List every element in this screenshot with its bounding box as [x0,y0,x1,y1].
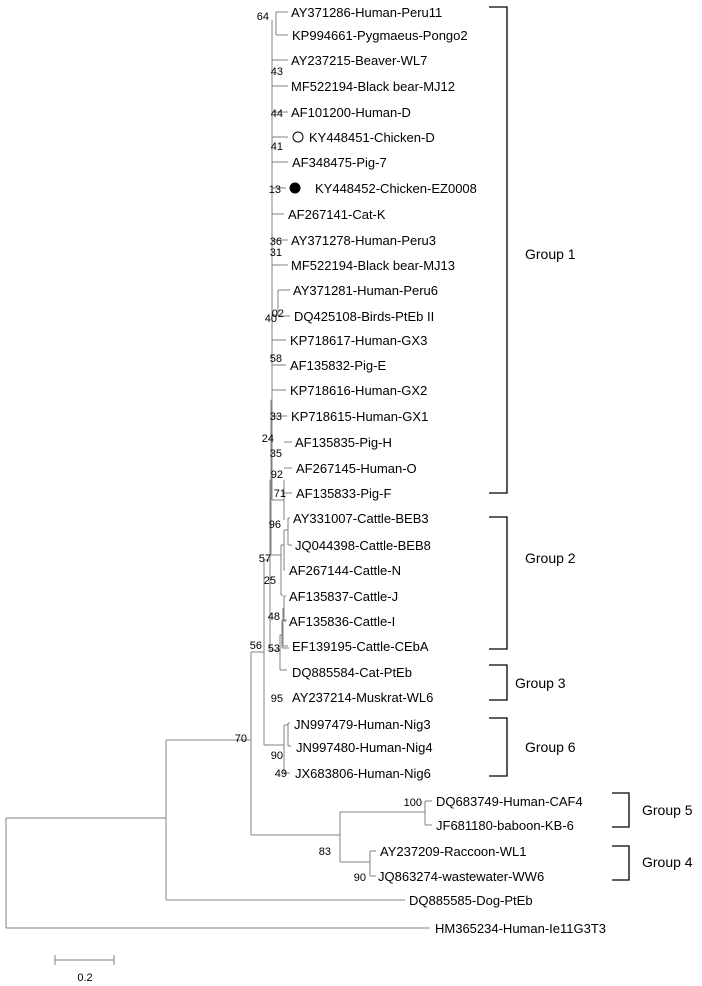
taxon-label: AF267144-Cattle-N [289,563,401,578]
taxon-label: AF135833-Pig-F [296,486,391,501]
taxon-label: HM365234-Human-Ie11G3T3 [435,921,606,936]
group-label: Group 2 [525,550,576,566]
bootstrap-value: 90 [354,872,366,884]
bootstrap-value: 95 [271,693,283,705]
taxon-label: AY237214-Muskrat-WL6 [292,690,433,705]
taxon-label: JQ044398-Cattle-BEB8 [295,538,431,553]
bootstrap-value: 33 [270,411,282,423]
group-3-bracket [489,664,508,701]
tree-branches [5,11,432,929]
taxon-label: KY448452-Chicken-EZ0008 [315,181,477,196]
bootstrap-value: 35 [270,448,282,460]
taxon-label: AF101200-Human-D [291,105,411,120]
scale-bar: 0.2 [54,955,115,984]
taxon-label: AY371281-Human-Peru6 [293,283,438,298]
bootstrap-value: 83 [319,846,331,858]
taxon-label: KP718615-Human-GX1 [291,409,428,424]
group-label: Group 5 [642,802,693,818]
bootstrap-value: 48 [268,611,280,623]
taxon-label: AF267145-Human-O [296,461,417,476]
bootstrap-value: 43 [271,66,283,78]
group-label: Group 3 [515,675,566,691]
taxon-label: AF135837-Cattle-J [289,589,398,604]
taxon-label: AY371278-Human-Peru3 [291,233,436,248]
bootstrap-value: 57 [259,553,271,565]
taxon-label: AY331007-Cattle-BEB3 [293,511,429,526]
taxon-label: AY237215-Beaver-WL7 [291,53,427,68]
bootstrap-value: 36 [270,236,282,248]
taxon-label: KP994661-Pygmaeus-Pongo2 [292,28,468,43]
taxon-label: JF681180-baboon-KB-6 [436,818,574,833]
bootstrap-value: 56 [250,640,262,652]
bootstrap-value: 96 [269,519,281,531]
taxon-label: AF348475-Pig-7 [292,155,387,170]
bootstrap-value: 70 [235,733,247,745]
group-5-bracket [612,792,630,828]
filled-circle-marker [289,182,301,194]
bootstrap-value: 25 [264,575,276,587]
taxon-label: JQ863274-wastewater-WW6 [378,869,544,884]
bootstrap-value: 64 [257,11,269,23]
taxon-label: KY448451-Chicken-D [309,130,435,145]
bootstrap-value: 13 [269,184,281,196]
scale-bar-label: 0.2 [77,972,92,984]
group-label: Group 4 [642,854,693,870]
open-circle-marker [292,131,304,143]
group-label: Group 1 [525,246,576,262]
taxon-label: DQ683749-Human-CAF4 [436,794,583,809]
bootstrap-value: 92 [271,469,283,481]
taxon-label: KP718616-Human-GX2 [290,383,427,398]
taxon-label: DQ885584-Cat-PtEb [292,665,412,680]
bootstrap-value: 49 [275,768,287,780]
bootstrap-value: 02 [272,308,284,320]
group-1-bracket [489,6,508,494]
bootstrap-value: 41 [271,141,283,153]
taxon-label: EF139195-Cattle-CEbA [292,639,429,654]
taxon-label: DQ425108-Birds-PtEb II [294,309,434,324]
group-label: Group 6 [525,739,576,755]
taxon-label: JX683806-Human-Nig6 [295,766,431,781]
taxon-label: AY371286-Human-Peru11 [291,5,442,20]
taxon-label: AY237209-Raccoon-WL1 [380,844,526,859]
bootstrap-value: 44 [271,108,283,120]
bootstrap-value: 71 [274,488,286,500]
taxon-label: JN997479-Human-Nig3 [294,717,431,732]
bootstrap-value: 31 [270,247,282,259]
bootstrap-value: 58 [270,353,282,365]
taxon-label: DQ885585-Dog-PtEb [409,893,533,908]
bootstrap-value: 40 [265,313,277,325]
group-labels: Group 1 Group 2 Group 3 Group 6 Group 5 … [515,246,693,870]
bootstrap-value: 53 [268,643,280,655]
taxon-labels: AY371286-Human-Peru11 KP994661-Pygmaeus-… [288,5,606,936]
bootstrap-value: 100 [404,797,422,809]
group-brackets [489,6,630,881]
taxon-label: JN997480-Human-Nig4 [296,740,433,755]
group-4-bracket [612,845,630,881]
group-2-bracket [489,516,508,650]
taxon-label: MF522194-Black bear-MJ12 [291,79,455,94]
taxon-label: MF522194-Black bear-MJ13 [291,258,455,273]
taxon-label: AF267141-Cat-K [288,207,386,222]
bootstrap-value: 24 [262,433,274,445]
bootstrap-values: 64 43 44 41 13 36 31 02 40 58 33 24 35 9… [235,11,422,884]
taxon-label: AF135836-Cattle-I [289,614,395,629]
taxon-label: AF135832-Pig-E [290,358,386,373]
group-6-bracket [489,717,508,777]
taxon-label: KP718617-Human-GX3 [290,333,427,348]
bootstrap-value: 90 [271,750,283,762]
taxon-label: AF135835-Pig-H [295,435,392,450]
